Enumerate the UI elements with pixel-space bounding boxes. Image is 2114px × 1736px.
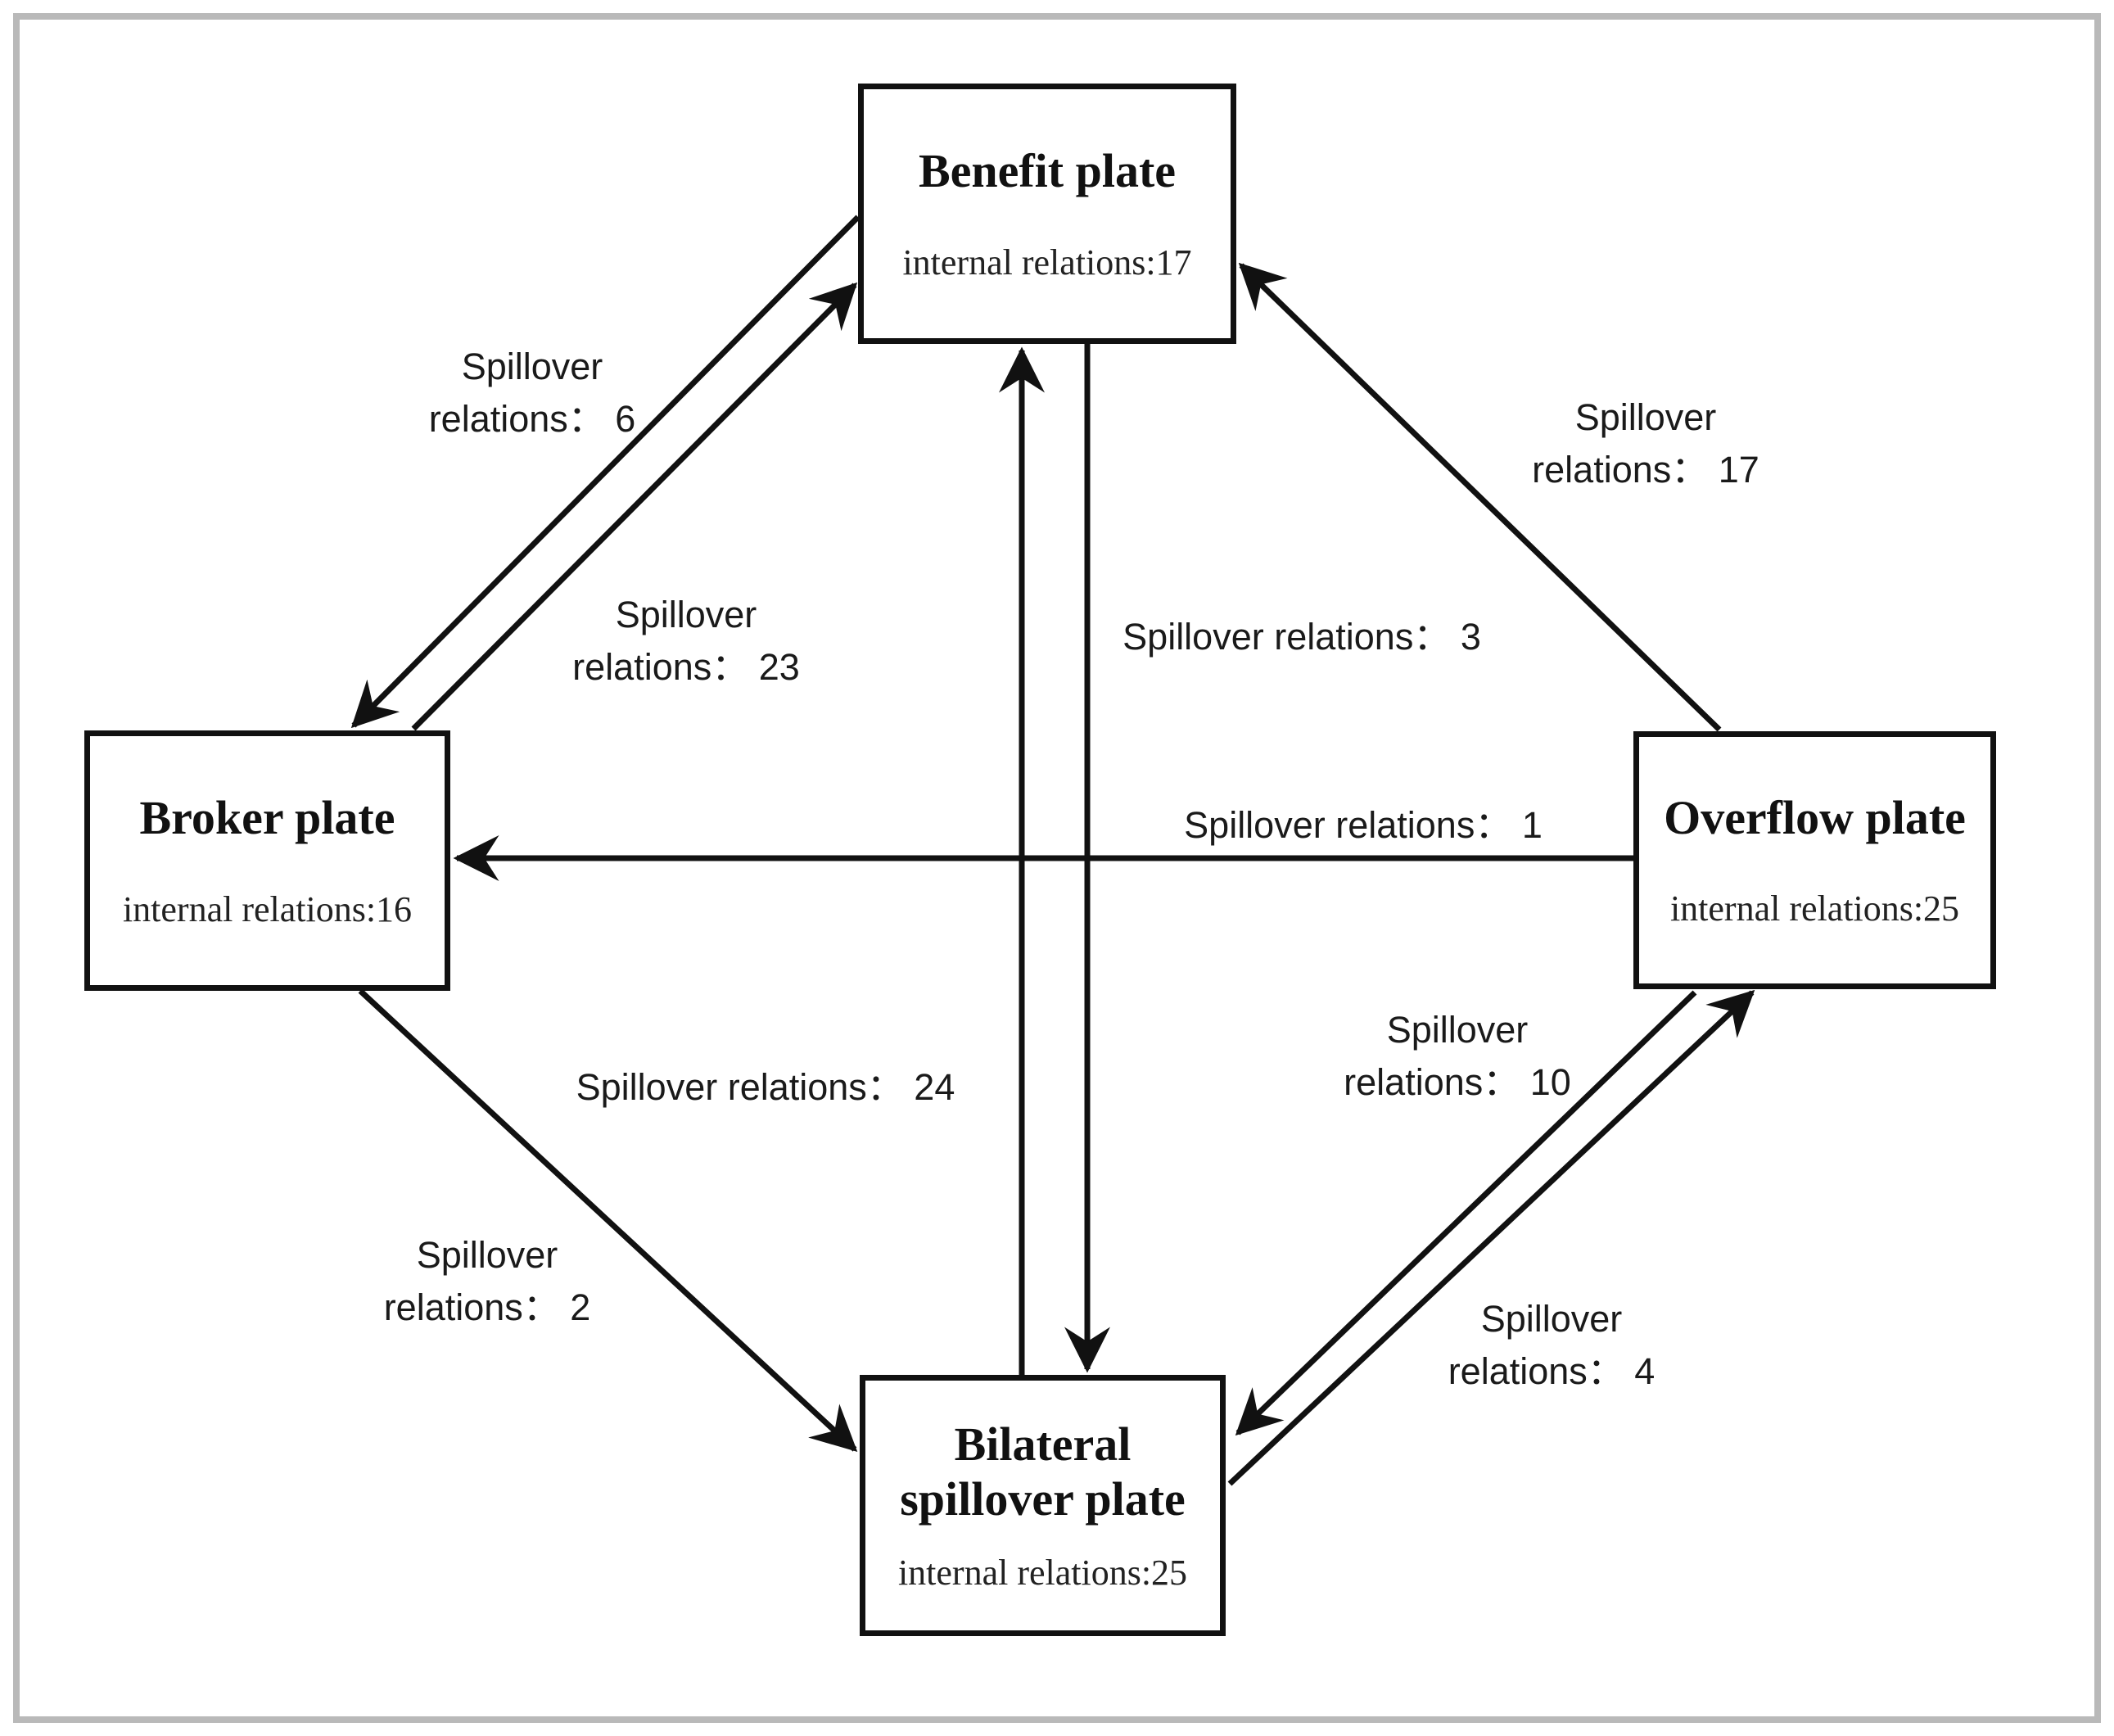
edge-benefit-to-broker (350, 215, 861, 729)
node-benefit-plate: Benefit plate internal relations:17 (858, 84, 1236, 344)
edge-label-broker-to-benefit: Spillover relations： 23 (572, 594, 800, 688)
edge-label-overflow-to-broker: Spillover relations： 1 (1184, 804, 1543, 847)
edge-label-benefit-to-bilateral: Spillover relations： 3 (1122, 616, 1481, 658)
node-broker-plate: Broker plate internal relations:16 (84, 730, 450, 991)
edge-label-broker-to-bilateral: Spillover relations： 2 (383, 1234, 591, 1328)
edge-label-benefit-to-broker: Spillover relations： 6 (428, 346, 636, 440)
node-overflow-title: Overflow plate (1664, 790, 1966, 844)
edge-label-bilateral-to-benefit: Spillover relations： 24 (576, 1066, 955, 1109)
edge-label-overflow-to-bilateral: Spillover relations： 10 (1344, 1009, 1571, 1103)
node-broker-subtitle: internal relations:16 (122, 888, 413, 929)
node-benefit-title: Benefit plate (918, 144, 1177, 198)
node-bilateral-title: Bilateral spillover plate (900, 1417, 1186, 1526)
node-bilateral-spillover-plate: Bilateral spillover plate internal relat… (860, 1375, 1226, 1636)
edge-overflow-to-benefit (1238, 262, 1722, 732)
node-broker-title: Broker plate (139, 791, 395, 845)
node-overflow-plate: Overflow plate internal relations:25 (1633, 731, 1996, 989)
edge-label-bilateral-to-overflow: Spillover relations： 4 (1448, 1298, 1656, 1392)
edge-broker-to-bilateral (358, 988, 858, 1453)
node-benefit-subtitle: internal relations:17 (902, 242, 1192, 283)
edge-overflow-to-bilateral (1235, 990, 1697, 1436)
edge-label-overflow-to-benefit: Spillover relations： 17 (1532, 396, 1759, 491)
edge-bilateral-to-overflow (1227, 989, 1755, 1486)
edge-broker-to-benefit (411, 282, 858, 731)
node-bilateral-subtitle: internal relations:25 (897, 1552, 1188, 1593)
node-overflow-subtitle: internal relations:25 (1669, 888, 1960, 929)
